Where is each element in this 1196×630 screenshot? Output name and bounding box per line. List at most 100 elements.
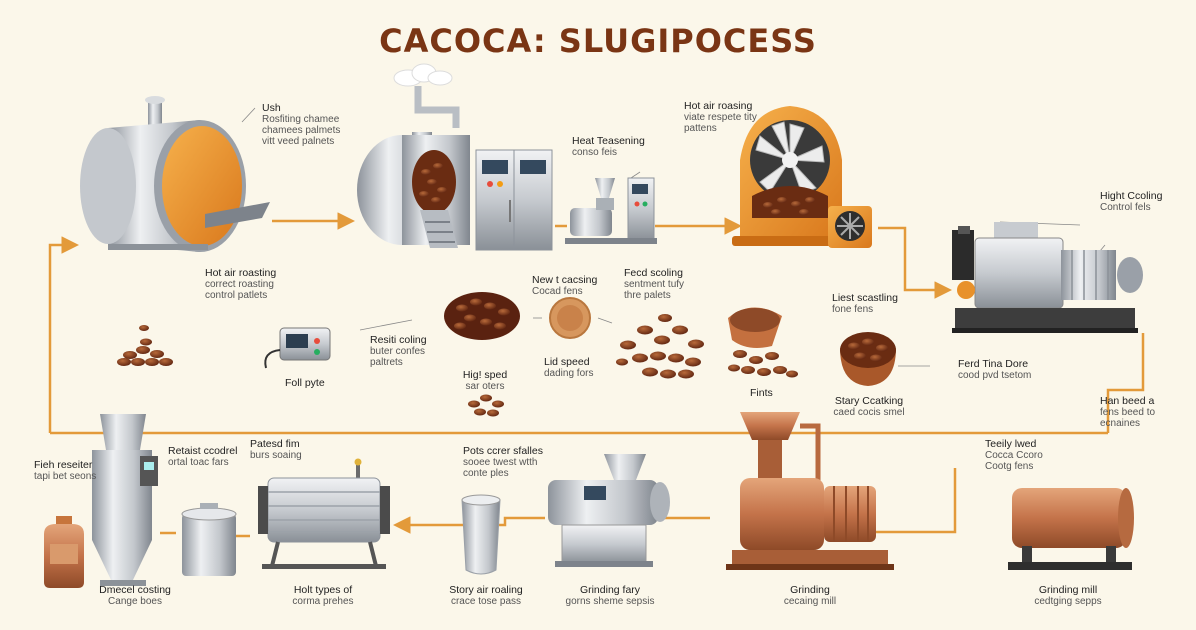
control-device-icon <box>264 327 331 369</box>
label-sub: sar oters <box>465 381 505 392</box>
label-sub: fens beed to <box>1100 407 1156 418</box>
label-heading: Fieh reseiter <box>34 459 93 471</box>
label-sub: chamees palmets <box>262 125 341 136</box>
label-sub: paltrets <box>370 357 403 368</box>
label-heading: Teeily lwed <box>985 438 1037 450</box>
copper-tank-icon <box>1008 488 1134 570</box>
label-sub: sooee twest wtth <box>463 457 538 468</box>
pot-icon <box>181 503 237 576</box>
cocoa-bean-pile-icon <box>468 394 504 417</box>
diagram-title: CACOCA: SLUGIPOCESS <box>379 22 817 60</box>
label-heading: Fecd scoling <box>624 267 683 279</box>
bean-bowl-icon <box>840 332 896 386</box>
label-fints: Fints <box>750 388 773 399</box>
label-heading: Hig! sped <box>462 369 508 381</box>
label-han-beed: Han beed a fens beed to ecnaines <box>1100 395 1156 430</box>
orange-roaster-icon <box>732 106 850 246</box>
label-heat-teasening: Heat Teasening conso feis <box>572 135 645 159</box>
label-pots-ccrer: Pots ccrer sfalles sooee twest wtth cont… <box>463 445 543 480</box>
label-hot-air-roasing: Hot air roasing viate respete tity patte… <box>684 100 757 135</box>
small-grinder-icon <box>565 177 657 244</box>
label-ush: Ush Rosfiting chamee chamees palmets vit… <box>262 102 341 148</box>
label-grinding-mill: Grinding mill cedtging sepps <box>1020 584 1116 608</box>
label-sub: Rosfiting chamee <box>262 114 340 125</box>
bottle-icon <box>44 516 84 588</box>
label-sub: conso feis <box>572 147 618 158</box>
control-cabinet-icon <box>475 149 553 251</box>
label-sub: cood pvd tsetom <box>958 370 1032 381</box>
label-sub: caed cocis smel <box>833 407 905 418</box>
label-hight-ccoling: Hight Ccoling Control fels <box>1100 190 1163 214</box>
label-heading: Grinding mill <box>1038 584 1098 596</box>
label-story-air-roaling: Story air roaling crace tose pass <box>436 585 536 608</box>
label-fecd-scoling: Fecd scoling sentment tufy thre palets <box>624 267 685 302</box>
label-sub: pattens <box>684 123 717 134</box>
jug-icon <box>461 494 501 575</box>
label-sub: cecaing mill <box>783 596 837 607</box>
label-grinding: Grinding cecaing mill <box>770 584 850 608</box>
hopper-tank-icon <box>92 414 158 586</box>
label-heading: Heat Teasening <box>572 135 645 147</box>
label-sub: Cocca Ccoro <box>985 450 1043 461</box>
label-retaist-ccodrel: Retaist ccodrel ortal toac fars <box>168 445 238 469</box>
label-heading: Foll pyte <box>285 377 325 389</box>
label-liest-scastling: Liest scastling fone fens <box>832 292 898 316</box>
label-sub: buter confes <box>370 346 426 357</box>
label-sub: crace tose pass <box>450 596 522 607</box>
label-sub: ecnaines <box>1100 418 1141 429</box>
label-stary-ccatking: Stary Ccatking caed cocis smel <box>826 396 912 419</box>
label-heading: Ush <box>262 102 281 114</box>
label-heading: Lid speed <box>544 356 590 368</box>
label-sub: corma prehes <box>292 596 354 607</box>
grinder-icon <box>548 454 670 567</box>
label-new-cacsing: New t cacsing Cocad fens <box>532 274 598 298</box>
spilled-bowl-icon <box>728 307 798 378</box>
label-heading: Dmecel costing <box>99 584 171 596</box>
label-heading: Grinding fary <box>579 584 641 596</box>
label-heading: Hight Ccoling <box>1100 190 1163 202</box>
label-heading: Liest scastling <box>832 292 898 304</box>
label-sub: control patlets <box>205 290 268 301</box>
label-heading: Grinding <box>790 584 830 596</box>
flow-lines <box>48 212 1145 538</box>
label-sub: thre palets <box>624 290 671 301</box>
label-lid-speed: Lid speed dading fors <box>544 356 593 380</box>
label-sub: sentment tufy <box>624 279 685 290</box>
drum-roaster-icon <box>80 96 270 252</box>
cocoa-bean-pile-icon <box>616 314 704 379</box>
label-sub: burs soaing <box>250 450 302 461</box>
label-grinding-fary: Grinding fary gorns sheme sepsis <box>555 584 665 608</box>
label-sub: Cocad fens <box>532 286 583 297</box>
label-dmecel-costing: Dmecel costing Cange boes <box>90 584 180 608</box>
label-fieh-reseiter: Fieh reseiter tapi bet seons <box>34 459 96 483</box>
label-heading: New t cacsing <box>532 274 598 286</box>
label-high-sped: Hig! sped sar oters <box>455 369 515 393</box>
cocoa-bean-pile-icon <box>117 325 173 366</box>
bean-bowl-icon <box>444 292 591 340</box>
label-heading: Hot air roasing <box>684 100 753 112</box>
label-heading: Ferd Tina Dore <box>958 358 1029 370</box>
label-heading: Retaist ccodrel <box>168 445 238 457</box>
label-sub: viate respete tity <box>684 112 757 123</box>
bean-drum-roaster-icon <box>357 86 470 248</box>
label-heading: Han beed a <box>1100 395 1155 407</box>
copper-mill-icon <box>726 412 894 570</box>
label-sub: gorns sheme sepsis <box>565 596 655 607</box>
label-heading: Resiti coling <box>370 334 427 346</box>
cooling-machine-icon <box>952 222 1143 333</box>
label-foll-pyte: Foll pyte <box>285 378 325 389</box>
label-sub: fone fens <box>832 304 874 315</box>
label-heading: Hot air roasting <box>205 267 277 279</box>
label-sub: ortal toac fars <box>168 457 229 468</box>
label-teeily-lwed: Teeily lwed Cocca Ccoro Cootg fens <box>985 438 1043 473</box>
label-sub: conte ples <box>463 468 509 479</box>
label-sub: cedtging sepps <box>1034 596 1102 607</box>
label-heading: Pots ccrer sfalles <box>463 445 543 457</box>
label-sub: correct roasting <box>205 279 274 290</box>
label-sub: vitt veed palnets <box>262 136 335 147</box>
label-heading: Fints <box>750 387 773 399</box>
label-sub: Control fels <box>1100 202 1151 213</box>
label-heading: Holt types of <box>293 584 353 596</box>
